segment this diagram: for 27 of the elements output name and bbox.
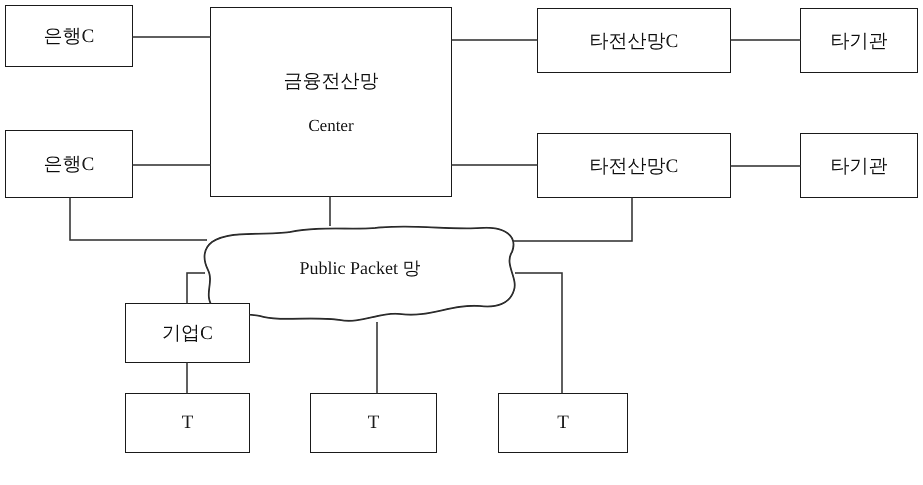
- connector-line: [329, 197, 331, 226]
- connector-line: [186, 363, 188, 393]
- process-box: 타기관: [800, 133, 918, 198]
- connector-line: [69, 198, 207, 241]
- connector-line: [133, 36, 210, 38]
- box-subtitle: Center: [308, 116, 354, 136]
- process-box: T: [310, 393, 437, 453]
- connector-line: [515, 272, 563, 393]
- connector-line: [186, 272, 205, 303]
- process-box: 타전산망C: [537, 133, 731, 198]
- process-box: 기업C: [125, 303, 250, 363]
- process-box: 은행C: [5, 5, 133, 67]
- process-box: T: [498, 393, 628, 453]
- process-box: 타전산망C: [537, 8, 731, 73]
- connector-line: [133, 164, 210, 166]
- connector-line: [376, 322, 378, 393]
- connector-line: [731, 39, 800, 41]
- process-box: T: [125, 393, 250, 453]
- connector-line: [452, 164, 537, 166]
- process-box: 타기관: [800, 8, 918, 73]
- connector-line: [452, 39, 537, 41]
- center-box: [210, 7, 452, 197]
- process-box: 은행C: [5, 130, 133, 198]
- connector-line: [731, 165, 800, 167]
- connector-line: [513, 198, 633, 242]
- cloud-label: Public Packet 망: [300, 256, 420, 280]
- box-title: 금융전산망: [284, 70, 378, 94]
